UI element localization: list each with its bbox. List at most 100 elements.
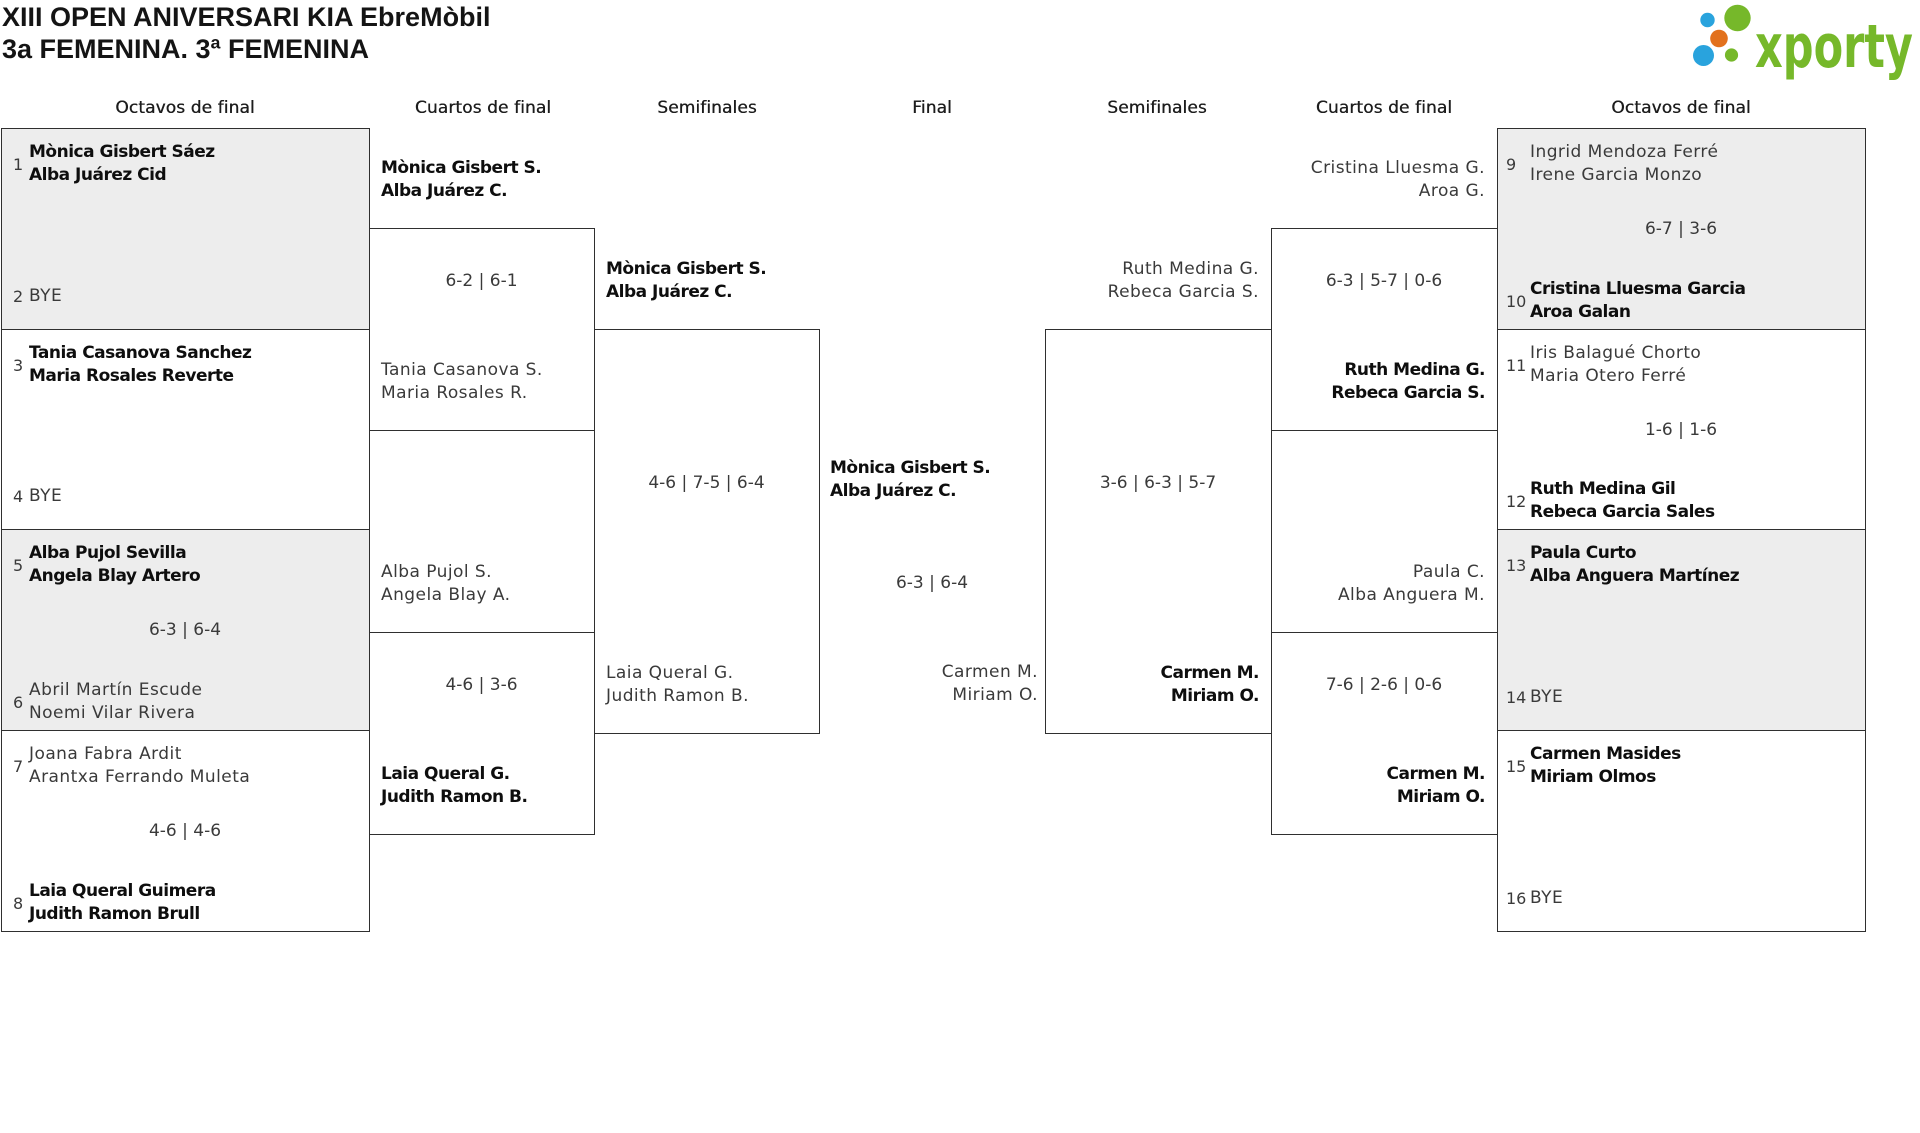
team-label: Ruth Medina G. Rebeca Garcia S. <box>1331 359 1485 405</box>
bye-label: BYE <box>29 486 63 506</box>
team-name: Maria Rosales Reverte <box>29 366 234 386</box>
team-slot: 4 BYE <box>13 485 62 508</box>
team-name: Mònica Gisbert S. <box>830 458 991 478</box>
team-name: Miriam O. <box>1396 787 1486 807</box>
team-name: Laia Queral G. <box>381 764 510 784</box>
round-header: Cuartos de final <box>414 98 552 118</box>
seed-number: 2 <box>13 287 24 306</box>
team-label: Carmen M. Miriam O. <box>1386 763 1486 809</box>
team-name: Alba Pujol S. <box>381 562 492 582</box>
round-header: Final <box>912 98 952 118</box>
match-box <box>1045 329 1272 734</box>
match-score: 1-6 | 1-6 <box>1644 419 1718 440</box>
team-label: Mònica Gisbert S. Alba Juárez C. <box>830 457 991 503</box>
team-label: Mònica Gisbert S. Alba Juárez C. <box>381 157 542 203</box>
match-score: 6-3 | 5-7 | 0-6 <box>1325 270 1443 291</box>
team-name: Carmen M. <box>1160 663 1260 683</box>
seed-number: 1 <box>13 154 24 174</box>
seed-number: 6 <box>13 692 24 712</box>
team-name: Ruth Medina G. <box>1344 360 1485 380</box>
team-name: Laia Queral G. <box>606 663 734 683</box>
match-score: 4-6 | 4-6 <box>148 821 222 841</box>
team-name: Paula Curto <box>1530 543 1637 563</box>
match-score: 6-2 | 6-1 <box>445 270 518 291</box>
team-name: Carmen M. <box>1386 764 1486 784</box>
round-header: Semifinales <box>657 98 757 118</box>
seed-number: 7 <box>13 756 24 776</box>
team-name: Mònica Gisbert S. <box>606 259 767 279</box>
team-name: Ruth Medina G. <box>1122 259 1259 279</box>
match-score: 3-6 | 6-3 | 5-7 <box>1099 472 1217 493</box>
team-name: Iris Balagué Chorto <box>1530 343 1702 363</box>
seed-number: 4 <box>13 487 24 506</box>
team-name: Rebeca Garcia S. <box>1107 282 1259 302</box>
seed-number: 15 <box>1506 756 1527 776</box>
seed-number: 14 <box>1506 688 1527 707</box>
match-box <box>594 329 820 734</box>
seed-number: 8 <box>13 893 24 913</box>
team-name: Angela Blay A. <box>381 585 511 605</box>
team-name: Miriam O. <box>952 685 1038 705</box>
team-name: Angela Blay Artero <box>29 566 201 586</box>
logo-dot-blue-big <box>1693 45 1714 66</box>
team-name: Maria Otero Ferré <box>1530 366 1687 386</box>
team-name: Alba Juárez C. <box>381 181 508 201</box>
team-name: Alba Anguera M. <box>1337 585 1485 605</box>
page-title: XIII OPEN ANIVERSARI KIA EbreMòbil <box>2 2 491 32</box>
team-name: Paula C. <box>1412 562 1485 582</box>
match-score: 4-6 | 7-5 | 6-4 <box>648 472 765 493</box>
team-label: Carmen M. Miriam O. <box>1160 662 1260 708</box>
bye-label: BYE <box>29 286 63 306</box>
seed-number: 16 <box>1506 889 1527 908</box>
team-name: Cristina Lluesma Garcia <box>1530 279 1746 299</box>
match-box <box>1497 529 1866 731</box>
team-name: Alba Juárez Cid <box>29 165 167 185</box>
team-label: Cristina Lluesma G. Aroa G. <box>1311 157 1485 203</box>
team-name: Ingrid Mendoza Ferré <box>1530 142 1719 162</box>
team-label: Mònica Gisbert S. Alba Juárez C. <box>606 258 767 304</box>
team-name: Carmen Masides <box>1530 744 1681 764</box>
team-label: Paula C. Alba Anguera M. <box>1338 561 1485 607</box>
team-label: Laia Queral G. Judith Ramon B. <box>381 763 528 809</box>
team-name: Alba Juárez C. <box>606 282 733 302</box>
bye-label: BYE <box>1530 687 1564 707</box>
team-name: Ruth Medina Gil <box>1530 479 1676 499</box>
team-label: Ruth Medina G. Rebeca Garcia S. <box>1108 258 1259 304</box>
bye-label: BYE <box>1530 888 1564 908</box>
seed-number: 9 <box>1506 154 1517 174</box>
match-score: 4-6 | 3-6 <box>445 674 518 695</box>
team-label: Tania Casanova S. Maria Rosales R. <box>381 359 543 405</box>
logo-dot-green-small <box>1724 48 1739 62</box>
team-name: Joana Fabra Ardit <box>29 744 182 764</box>
round-header: Semifinales <box>1107 98 1207 118</box>
team-label: Laia Queral G. Judith Ramon B. <box>606 662 749 708</box>
round-header: Cuartos de final <box>1315 98 1453 118</box>
match-box <box>1 529 370 731</box>
team-name: Alba Juárez C. <box>830 481 957 501</box>
team-name: Noemi Vilar Rivera <box>29 703 196 723</box>
team-name: Mònica Gisbert S. <box>381 158 542 178</box>
round-header: Octavos de final <box>1611 98 1751 118</box>
logo-dot-green-big <box>1724 4 1751 32</box>
match-score: 6-3 | 6-4 <box>895 572 969 593</box>
team-name: Rebeca Garcia S. <box>1331 383 1485 403</box>
team-name: Rebeca Garcia Sales <box>1530 502 1715 522</box>
team-label: Carmen M. Miriam O. <box>942 661 1038 707</box>
logo-dot-blue-small <box>1700 12 1715 28</box>
xporty-logo: xporty <box>1693 4 1913 82</box>
seed-number: 12 <box>1506 491 1527 511</box>
logo-wordmark: xporty <box>1755 12 1913 82</box>
team-slot: 2 BYE <box>13 285 62 308</box>
team-name: Aroa Galan <box>1530 302 1631 322</box>
team-name: Judith Ramon B. <box>381 787 528 807</box>
